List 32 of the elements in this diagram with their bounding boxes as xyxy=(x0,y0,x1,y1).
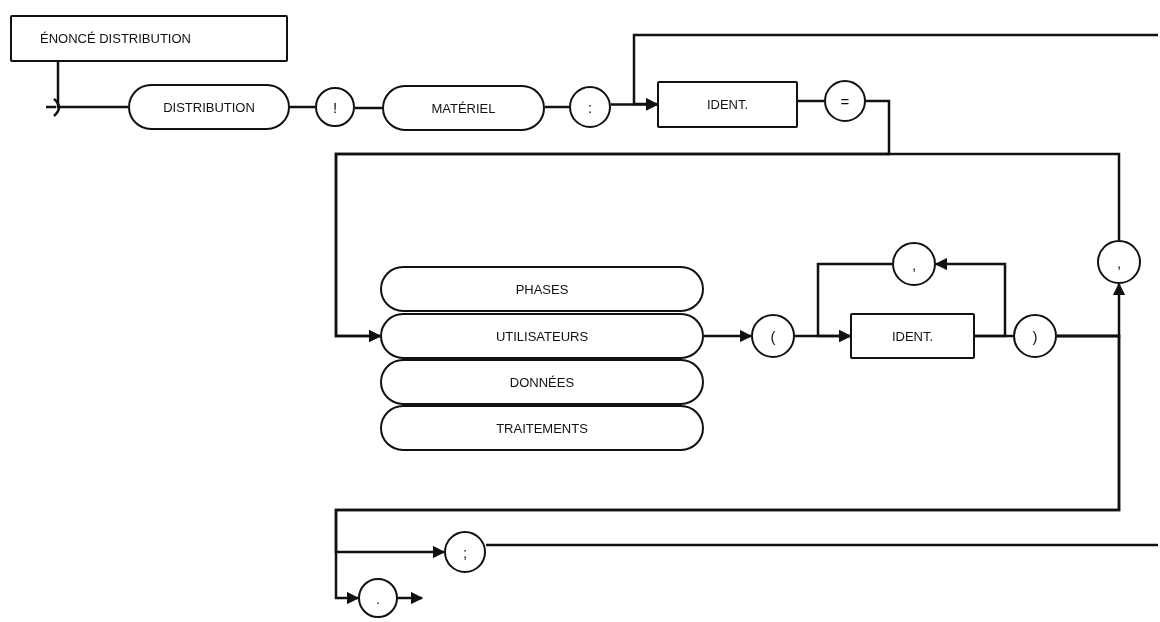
keyword-terminal: DISTRIBUTION xyxy=(128,84,290,130)
railroad-line xyxy=(816,262,892,343)
railroad-line xyxy=(334,152,1121,343)
keyword-terminal: TRAITEMENTS xyxy=(380,405,704,451)
symbol-terminal: ! xyxy=(315,87,355,127)
railroad-line xyxy=(290,105,315,109)
symbol-terminal: ) xyxy=(1013,314,1057,358)
keyword-terminal: DONNÉES xyxy=(380,359,704,405)
nonterminal-box: IDENT. xyxy=(657,81,798,128)
railroad-line xyxy=(486,543,1158,547)
railroad-line xyxy=(975,334,1013,338)
railroad-line xyxy=(798,99,824,103)
symbol-terminal: . xyxy=(358,578,398,618)
railroad-line xyxy=(632,33,1158,111)
railroad-line xyxy=(334,334,1121,605)
symbol-terminal: ; xyxy=(444,531,486,573)
railroad-line xyxy=(56,62,128,109)
symbol-terminal: , xyxy=(892,242,936,286)
railroad-line xyxy=(355,106,382,110)
railroad-line xyxy=(398,591,424,605)
symbol-terminal: = xyxy=(824,80,866,122)
symbol-terminal: ( xyxy=(751,314,795,358)
keyword-terminal: UTILISATEURS xyxy=(380,313,704,359)
keyword-terminal: MATÉRIEL xyxy=(382,85,545,131)
symbol-terminal: , xyxy=(1097,240,1141,284)
railroad-line xyxy=(934,257,1007,338)
keyword-terminal: PHASES xyxy=(380,266,704,312)
nonterminal-box: ÉNONCÉ DISTRIBUTION xyxy=(10,15,288,62)
railroad-line xyxy=(704,329,753,343)
nonterminal-box: IDENT. xyxy=(850,313,975,359)
railroad-line xyxy=(545,105,569,109)
symbol-terminal: : xyxy=(569,86,611,128)
